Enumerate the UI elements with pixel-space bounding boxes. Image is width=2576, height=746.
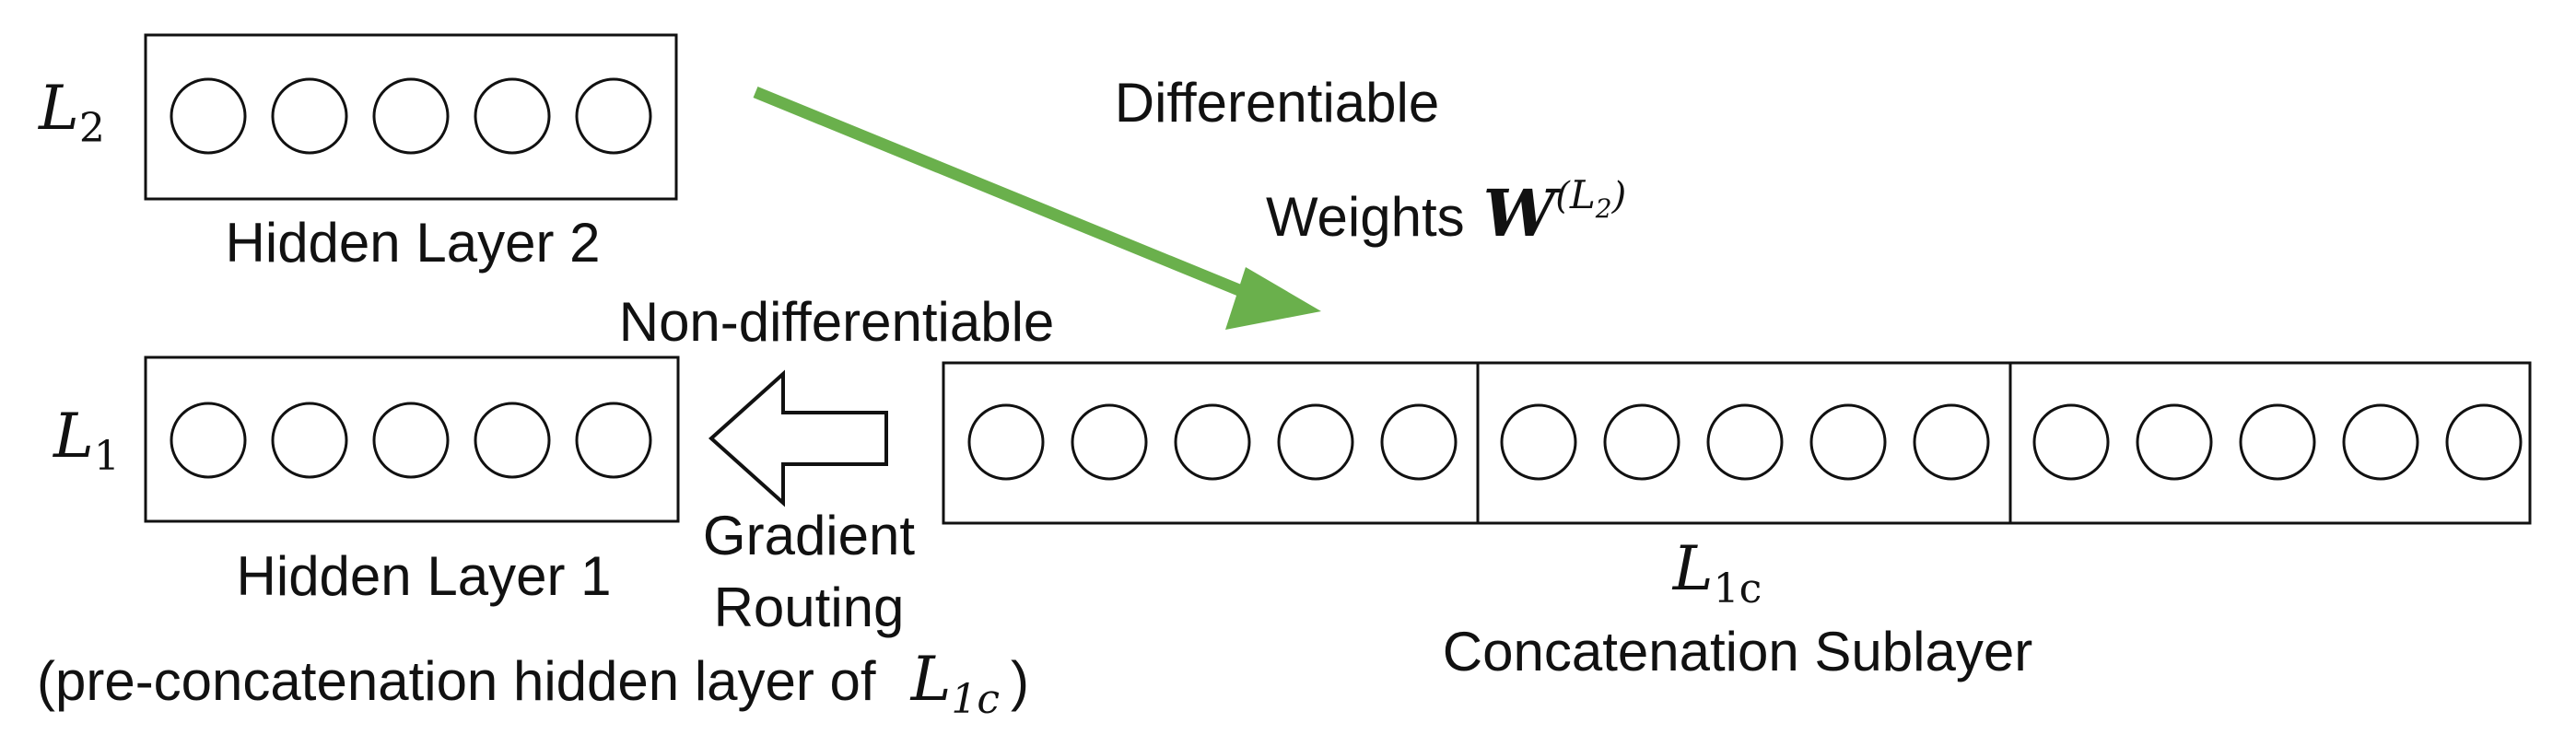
concat-symbol: L1c [1672, 533, 1762, 612]
routing-label: Routing [714, 577, 905, 638]
gradient-label: Gradient [703, 505, 915, 566]
hidden-layer-2: L2 Hidden Layer 2 [38, 33, 678, 274]
layer1-node [474, 402, 551, 479]
layer2-caption: Hidden Layer 2 [226, 212, 601, 274]
concat-node [1603, 403, 1680, 481]
differentiable-arrow-head [1225, 267, 1321, 330]
layer2-node [271, 77, 348, 155]
differentiable-label: Differentiable [1115, 72, 1439, 134]
concat-node [1500, 403, 1577, 481]
layer1-node [372, 402, 450, 479]
concat-node [1277, 403, 1354, 481]
concat-node [967, 403, 1045, 481]
concat-node [1809, 403, 1887, 481]
layer1-node [170, 402, 247, 479]
concat-node [1913, 403, 1990, 481]
concat-node [2032, 403, 2110, 481]
non-differentiable-label: Non-differentiable [619, 291, 1055, 353]
concat-node [1174, 403, 1251, 481]
layer1-caption: Hidden Layer 1 [237, 545, 612, 607]
concat-node [2445, 403, 2523, 481]
concat-caption: Concatenation Sublayer [1443, 621, 2032, 682]
gradient-routing-arrow: Non-differentiable Gradient Routing [619, 291, 1055, 638]
layer2-node [474, 77, 551, 155]
concat-node [2342, 403, 2419, 481]
layer1-node [271, 402, 348, 479]
layer2-nodes [170, 77, 652, 155]
layer2-node [170, 77, 247, 155]
concat-node [2136, 403, 2213, 481]
layer1-symbol: L1 [53, 401, 120, 480]
concat-dividers [1476, 363, 2012, 523]
concat-nodes [967, 403, 2523, 481]
layer2-node [575, 77, 652, 155]
layer2-symbol: L2 [38, 73, 105, 152]
differentiable-arrow-shaft [753, 86, 1258, 303]
concat-node [1706, 403, 1784, 481]
concatenation-sublayer: L1c Concatenation Sublayer [942, 361, 2532, 682]
layer1-nodes [170, 402, 652, 479]
concat-node [1380, 403, 1458, 481]
concat-node [2239, 403, 2316, 481]
hidden-layer-1: L1 Hidden Layer 1 (pre-concatenation hid… [37, 356, 1029, 723]
layer2-node [372, 77, 450, 155]
layer1-node [575, 402, 652, 479]
concat-node [1071, 403, 1148, 481]
left-hollow-arrow-icon [708, 369, 888, 507]
